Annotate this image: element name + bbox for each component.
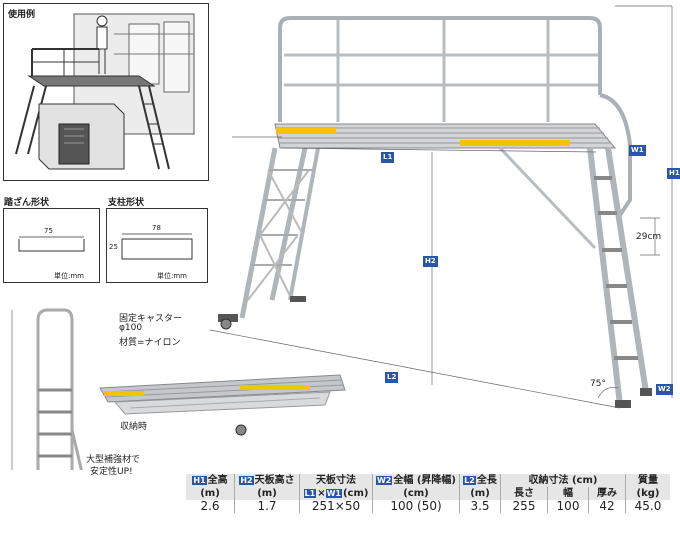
hdr-mass: 質量	[625, 474, 670, 487]
hdr-width: 全幅 (昇降幅)	[393, 475, 456, 486]
caster-note-line3: 材質=ナイロン	[119, 338, 181, 348]
hdr-storage-w: 幅	[547, 487, 589, 500]
tread-dim: 75	[44, 227, 53, 235]
spec-subheader-row: (m) (m) L1×W1(cm) (cm) (m) 長さ 幅 厚み (kg)	[186, 487, 670, 500]
hdr-length: 全長	[476, 475, 497, 486]
unit-length: (m)	[459, 487, 501, 500]
hdr-total-height: 全高	[207, 475, 228, 486]
tread-shape-title: 踏ざん形状	[4, 198, 50, 208]
usage-example-panel: 使用例	[3, 3, 209, 181]
unit-top-size: (cm)	[342, 488, 369, 499]
post-profile-drawing	[121, 233, 193, 260]
post-shape-panel: 78 25 単位:mm	[106, 208, 208, 283]
reinforcement-note-line2: 安定性UP!	[90, 467, 133, 477]
unit-total-height: (m)	[200, 488, 220, 499]
angle-label: 75°	[590, 379, 606, 389]
unit-width: (cm)	[372, 487, 460, 500]
val-mass: 45.0	[625, 500, 670, 513]
post-dim-w: 78	[152, 224, 161, 232]
dim-tag-h1: H1	[667, 168, 680, 179]
hdr-storage-len: 長さ	[500, 487, 548, 500]
dim-tag-l1: L1	[381, 152, 395, 163]
main-product-drawing	[11, 5, 673, 470]
usage-example-illustration	[15, 13, 195, 170]
unit-top-height: (m)	[234, 487, 300, 500]
reinforcement-note-line1: 大型補強材で	[86, 455, 141, 465]
unit-mass: (kg)	[625, 487, 670, 500]
val-length: 3.5	[459, 500, 501, 513]
val-storage-len: 255	[500, 500, 548, 513]
val-top-height: 1.7	[234, 500, 300, 513]
val-total-height: 2.6	[200, 499, 220, 513]
hdr-top-size: 天板寸法	[299, 474, 373, 487]
val-storage-t: 42	[588, 500, 626, 513]
post-dim-h: 25	[109, 243, 118, 251]
post-shape-title: 支柱形状	[108, 198, 145, 208]
val-storage-w: 100	[547, 500, 589, 513]
dim-tag-l2: L2	[385, 372, 399, 383]
spec-value-row: 2.6 1.7 251×50 100 (50) 3.5 255 100 42 4…	[186, 500, 670, 513]
caster-note-line1: 固定キャスター	[119, 314, 183, 324]
tread-shape-panel: 75 単位:mm	[3, 208, 100, 283]
dim-tag-w2: W2	[656, 384, 673, 395]
val-top-size: 251×50	[299, 500, 373, 513]
usage-example-title: 使用例	[8, 10, 36, 20]
caster-note-line2: φ100	[119, 323, 143, 333]
hdr-storage: 収納寸法 (cm)	[500, 474, 626, 487]
dim-tag-h2: H2	[423, 256, 438, 267]
post-unit: 単位:mm	[157, 272, 187, 280]
stored-label: 収納時	[120, 422, 148, 432]
pitch-label: 29cm	[636, 232, 662, 242]
dim-tag-w1: W1	[629, 145, 646, 156]
hdr-top-height: 天板高さ	[254, 475, 295, 486]
tread-profile-drawing	[18, 236, 85, 252]
val-width: 100 (50)	[372, 500, 460, 513]
hdr-storage-t: 厚み	[588, 487, 626, 500]
tread-unit: 単位:mm	[54, 272, 84, 280]
